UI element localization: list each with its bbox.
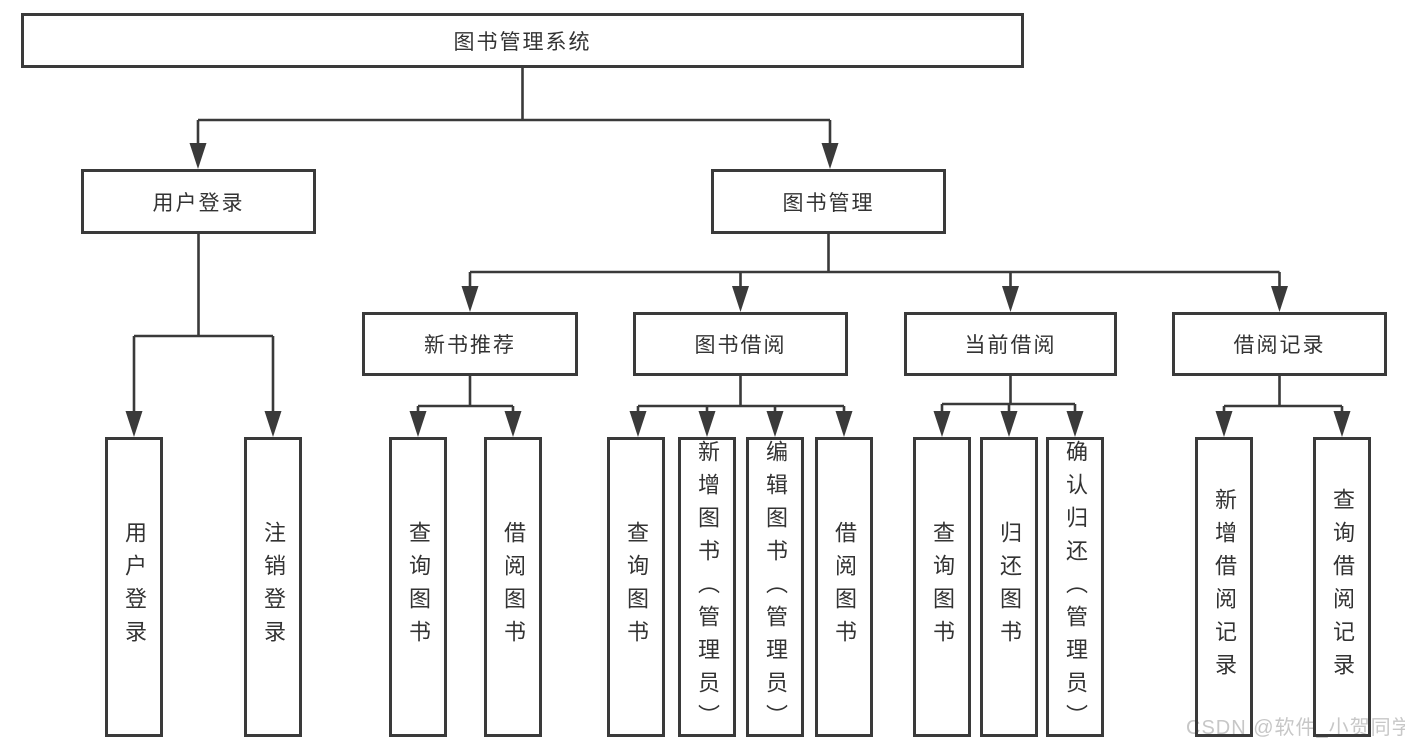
leaf-bb-borrow-books: 借阅图书 [815,437,873,737]
leaf-cb-return-books: 归还图书 [980,437,1038,737]
leaf-br-add-record: 新增借阅记录 [1195,437,1253,737]
node-book-management: 图书管理 [711,169,946,234]
leaf-logout: 注销登录 [244,437,302,737]
leaf-cb-confirm-return-admin: 确认归还（管理员） [1046,437,1104,737]
leaf-nb-query-books: 查询图书 [389,437,447,737]
csdn-watermark: CSDN @软件_小贺同学 [1186,717,1405,739]
leaf-bb-add-books-admin: 新增图书（管理员） [678,437,736,737]
leaf-nb-borrow-books: 借阅图书 [484,437,542,737]
node-user-login: 用户登录 [81,169,316,234]
leaf-user-login: 用户登录 [105,437,163,737]
leaf-bb-query-books: 查询图书 [607,437,665,737]
node-current-borrow: 当前借阅 [904,312,1117,376]
node-borrow-records: 借阅记录 [1172,312,1387,376]
node-book-borrow: 图书借阅 [633,312,848,376]
leaf-cb-query-books: 查询图书 [913,437,971,737]
node-root: 图书管理系统 [21,13,1024,68]
node-new-book-recommend: 新书推荐 [362,312,578,376]
leaf-br-query-record: 查询借阅记录 [1313,437,1371,737]
leaf-bb-edit-books-admin: 编辑图书（管理员） [746,437,804,737]
